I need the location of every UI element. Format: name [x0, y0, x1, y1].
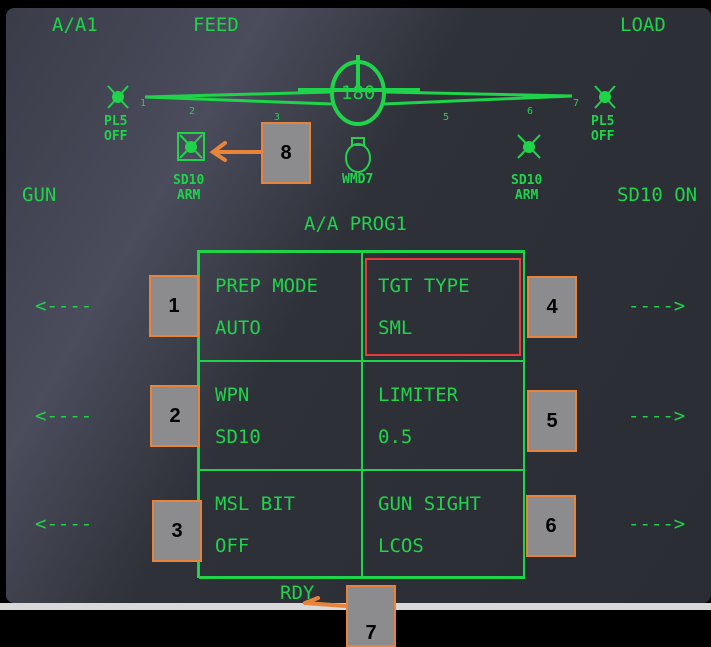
- arrow-8-icon: [209, 141, 263, 162]
- station-5: 5: [443, 112, 450, 123]
- right-arrow-2[interactable]: ---->: [628, 405, 686, 427]
- station-7: 7: [573, 98, 580, 109]
- store-pl5-left-icon: [107, 85, 129, 109]
- store-pl5-right-icon: [594, 85, 616, 109]
- sd10-on-button[interactable]: SD10 ON: [617, 184, 698, 206]
- right-arrow-3[interactable]: ---->: [628, 513, 686, 535]
- badge-4: 4: [527, 276, 577, 338]
- station-3: 3: [274, 112, 281, 123]
- store-wmd7[interactable]: WMD7: [342, 172, 374, 187]
- badge-3: 3: [152, 500, 202, 562]
- status-label: RDY: [280, 582, 315, 604]
- aircraft-diagram: [107, 55, 616, 173]
- gun-button[interactable]: GUN: [22, 184, 57, 206]
- badge-2: 2: [150, 385, 200, 447]
- store-sd10-left-icon: [177, 132, 205, 161]
- highlight-box: [365, 258, 521, 356]
- store-sd10-right-icon: [517, 134, 541, 159]
- store-wmd7-icon: [345, 137, 371, 173]
- mfd-screen: [6, 8, 711, 603]
- badge-8: 8: [261, 122, 311, 184]
- left-arrow-3[interactable]: <----: [35, 513, 93, 535]
- station-6: 6: [527, 106, 534, 117]
- badge-6: 6: [526, 495, 576, 557]
- load-button[interactable]: LOAD: [620, 14, 666, 36]
- center-value: 180: [341, 82, 376, 104]
- annotation-arrows: [209, 141, 348, 608]
- mode-label[interactable]: A/A1: [52, 14, 98, 36]
- feed-button[interactable]: FEED: [193, 14, 239, 36]
- arrow-7-icon: [303, 596, 348, 608]
- program-label: A/A PROG1: [304, 213, 407, 235]
- station-2: 2: [189, 106, 196, 117]
- station-1: 1: [140, 98, 147, 109]
- right-arrow-1[interactable]: ---->: [628, 295, 686, 317]
- badge-1: 1: [149, 275, 199, 337]
- badge-5: 5: [527, 390, 577, 452]
- left-arrow-1[interactable]: <----: [35, 295, 93, 317]
- left-arrow-2[interactable]: <----: [35, 405, 93, 427]
